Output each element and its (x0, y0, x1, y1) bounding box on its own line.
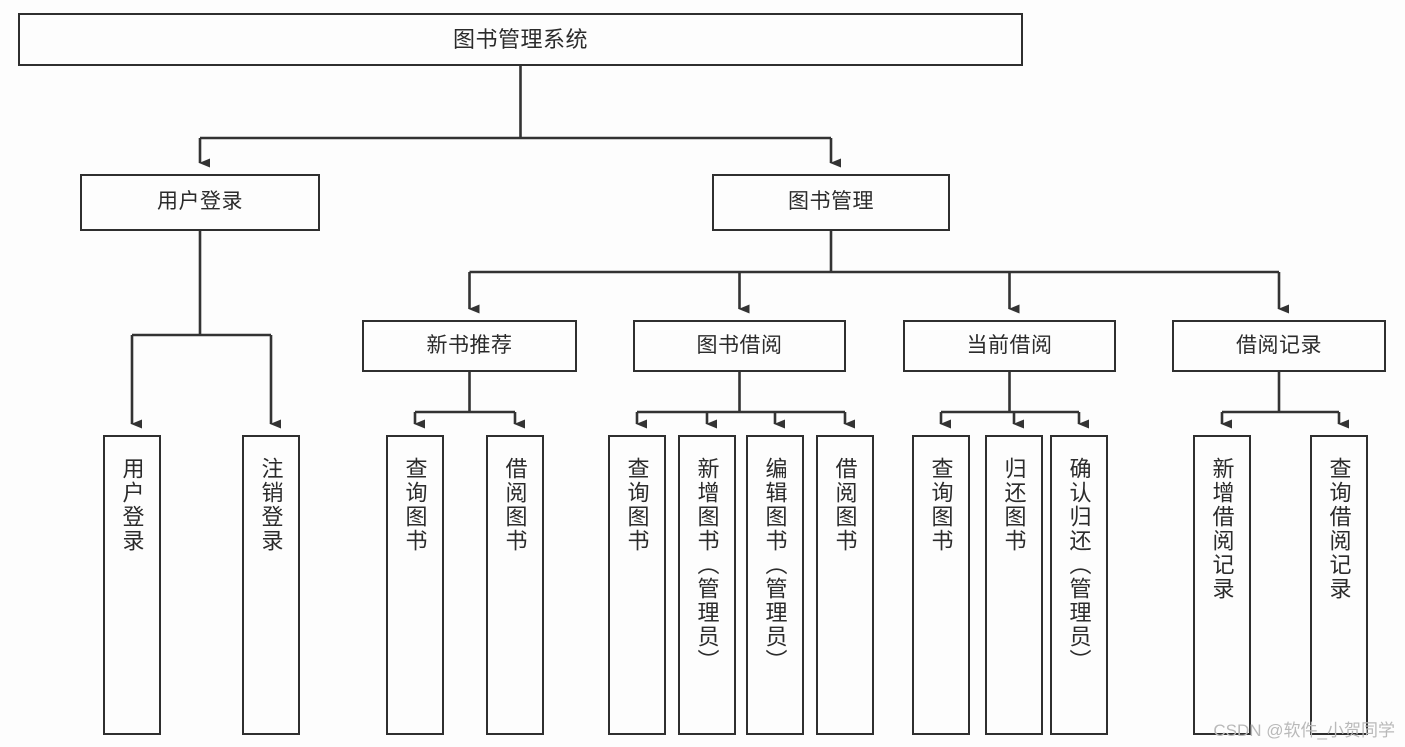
node-label: 查询图书 (402, 457, 428, 553)
node-leaf-nbr-query[interactable]: 查询图书 (386, 435, 444, 735)
node-label: 图书借阅 (696, 333, 783, 357)
node-leaf-bb-query[interactable]: 查询图书 (608, 435, 666, 735)
node-label: 编辑图书（管理员） (762, 457, 788, 673)
node-new-book-rec[interactable]: 新书推荐 (362, 320, 577, 372)
node-leaf-nbr-borrow[interactable]: 借阅图书 (486, 435, 544, 735)
node-leaf-bb-edit[interactable]: 编辑图书（管理员） (746, 435, 804, 735)
node-label: 用户登录 (119, 457, 145, 553)
node-book-borrow[interactable]: 图书借阅 (633, 320, 846, 372)
node-leaf-bb-add[interactable]: 新增图书（管理员） (678, 435, 736, 735)
node-label: 查询图书 (928, 457, 954, 553)
node-label: 注销登录 (258, 457, 284, 553)
node-label: 图书管理系统 (452, 26, 588, 52)
node-leaf-cb-confirm[interactable]: 确认归还（管理员） (1050, 435, 1108, 735)
node-current-borrow[interactable]: 当前借阅 (903, 320, 1116, 372)
node-leaf-user-logout[interactable]: 注销登录 (242, 435, 300, 735)
node-label: 查询图书 (624, 457, 650, 553)
node-label: 新增图书（管理员） (694, 457, 720, 673)
node-label: 借阅图书 (502, 457, 528, 553)
node-root[interactable]: 图书管理系统 (18, 13, 1023, 66)
node-label: 借阅记录 (1236, 333, 1322, 357)
node-label: 查询借阅记录 (1326, 457, 1352, 601)
node-label: 新增借阅记录 (1209, 457, 1235, 601)
node-leaf-br-query[interactable]: 查询借阅记录 (1310, 435, 1368, 735)
node-leaf-bb-borrow[interactable]: 借阅图书 (816, 435, 874, 735)
node-label: 用户登录 (157, 190, 243, 214)
node-borrow-record[interactable]: 借阅记录 (1172, 320, 1386, 372)
node-user-login[interactable]: 用户登录 (80, 174, 320, 231)
node-label: 当前借阅 (966, 333, 1053, 357)
node-label: 新书推荐 (426, 333, 513, 357)
node-leaf-cb-query[interactable]: 查询图书 (912, 435, 970, 735)
node-leaf-cb-return[interactable]: 归还图书 (985, 435, 1043, 735)
node-label: 确认归还（管理员） (1066, 457, 1092, 673)
node-label: 归还图书 (1001, 457, 1027, 553)
node-leaf-br-add[interactable]: 新增借阅记录 (1193, 435, 1251, 735)
node-label: 借阅图书 (832, 457, 858, 553)
edge-group (130, 66, 1349, 429)
node-label: 图书管理 (788, 190, 874, 214)
node-leaf-user-login[interactable]: 用户登录 (103, 435, 161, 735)
node-book-manage[interactable]: 图书管理 (712, 174, 950, 231)
